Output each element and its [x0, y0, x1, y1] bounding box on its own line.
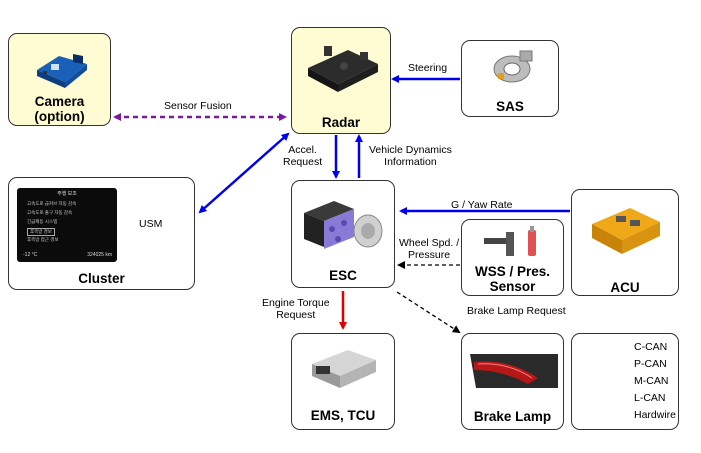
- radar-node: Radar: [291, 27, 391, 134]
- radar-icon: [308, 46, 378, 92]
- esc-module-icon: [304, 201, 383, 249]
- steering-label: Steering: [408, 62, 448, 74]
- cluster-row: 후측방 경보: [27, 228, 55, 236]
- cluster-footer-odo: 324025 km: [87, 252, 112, 258]
- cluster-row: 고속도로 급커브 자동 감속: [27, 201, 77, 206]
- brake-lamp-node: Brake Lamp: [461, 333, 564, 430]
- sas-title: SAS: [496, 99, 524, 114]
- esc-node: ESC: [291, 180, 395, 288]
- cluster-row: 긴급제동 시스템: [27, 219, 58, 224]
- accel-request-label: Accel. Request: [283, 144, 323, 168]
- vehicle-dynamics-label: Vehicle Dynamics Information: [369, 144, 452, 168]
- legend-label-p-can: P-CAN: [634, 358, 667, 370]
- sensor-fusion-label: Sensor Fusion: [164, 100, 232, 112]
- radar-title: Radar: [321, 115, 361, 130]
- legend-label-c-can: C-CAN: [634, 341, 668, 353]
- acu-node: ACU: [571, 189, 679, 296]
- cluster-radar-arrow: [198, 132, 290, 214]
- legend: C-CAN P-CAN M-CAN L-CAN Hardwire: [571, 333, 679, 430]
- brake-lamp-title: Brake Lamp: [473, 409, 552, 424]
- legend-label-l-can: L-CAN: [634, 392, 666, 404]
- acu-module-icon: [592, 208, 660, 254]
- brake-lamp-arrow: [396, 291, 461, 334]
- sas-sensor-icon: [493, 50, 533, 83]
- wss-sensor-node: WSS / Pres. Sensor: [461, 219, 564, 296]
- esc-title: ESC: [329, 268, 357, 283]
- camera-icon: [37, 54, 87, 88]
- camera-title: Camera (option): [34, 94, 85, 124]
- cluster-footer-temp: -12 °C: [23, 252, 38, 258]
- cluster-screen-header: 주행 보조: [57, 191, 77, 197]
- cluster-row: 고속도로 출구 자동 감속: [27, 210, 73, 215]
- camera-node: Camera (option): [8, 33, 111, 126]
- cluster-node: 주행 보조 고속도로 급커브 자동 감속 고속도로 출구 자동 감속 긴급제동 …: [8, 177, 195, 290]
- ems-tcu-title: EMS, TCU: [310, 408, 376, 423]
- wss-sensor-title: WSS / Pres. Sensor: [474, 264, 551, 294]
- brake-lamp-icon: [470, 354, 558, 388]
- sas-node: SAS: [461, 40, 559, 117]
- cluster-row: 후측방 접근 경보: [27, 237, 59, 242]
- wheel-speed-sensor-icon: [484, 226, 536, 256]
- legend-label-hardwire: Hardwire: [634, 409, 677, 421]
- cluster-screen: 주행 보조 고속도로 급커브 자동 감속 고속도로 출구 자동 감속 긴급제동 …: [17, 188, 117, 262]
- brake-lamp-request-label: Brake Lamp Request: [467, 305, 566, 317]
- g-yaw-rate-label: G / Yaw Rate: [451, 199, 513, 211]
- ems-module-icon: [312, 350, 376, 388]
- acu-title: ACU: [610, 280, 640, 295]
- engine-torque-label: Engine Torque Request: [262, 297, 330, 321]
- ems-tcu-node: EMS, TCU: [291, 333, 395, 430]
- cluster-title: Cluster: [78, 271, 125, 286]
- legend-label-m-can: M-CAN: [634, 375, 669, 387]
- usm-label: USM: [139, 218, 163, 230]
- wheel-speed-label: Wheel Spd. / Pressure: [399, 237, 460, 261]
